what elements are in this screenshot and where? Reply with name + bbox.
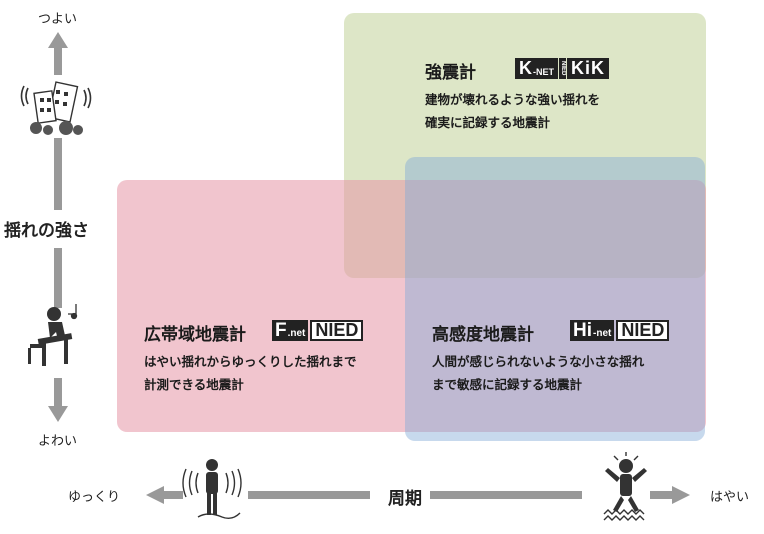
shaking-person-icon	[603, 452, 647, 521]
fnet-logo: F.net NIED	[272, 320, 364, 341]
broadband-region	[117, 180, 706, 432]
horizontal-axis-right-label: はやい	[710, 490, 750, 505]
swaying-person-icon	[182, 459, 242, 520]
high-sensitivity-title: 高感度地震計	[432, 325, 534, 345]
horizontal-axis-left-label: ゆっくり	[68, 490, 121, 505]
vertical-axis-top-label: つよい	[38, 12, 78, 27]
high-sensitivity-region	[405, 157, 705, 441]
broadband-description: はやい揺れからゆっくりした揺れまで 計測できる地震計	[144, 354, 357, 392]
knet-kik-logo: K-NET NIED KiK	[515, 58, 609, 79]
horizontal-axis-title: 周期	[388, 489, 422, 509]
high-sensitivity-description: 人間が感じられないような小さな揺れ まで敏感に記録する地震計	[432, 354, 645, 392]
strong-motion-title: 強震計	[425, 63, 476, 83]
relaxing-person-icon	[28, 304, 78, 366]
strong-motion-description: 建物が壊れるような強い揺れを 確実に記録する地震計	[425, 92, 601, 130]
vertical-axis-title: 揺れの強さ	[4, 221, 89, 241]
vertical-axis-bottom-label: よわい	[38, 434, 78, 449]
collapsing-building-icon	[20, 81, 92, 135]
broadband-title: 広帯域地震計	[144, 325, 246, 345]
hinet-logo: Hi-net NIED	[570, 320, 670, 341]
